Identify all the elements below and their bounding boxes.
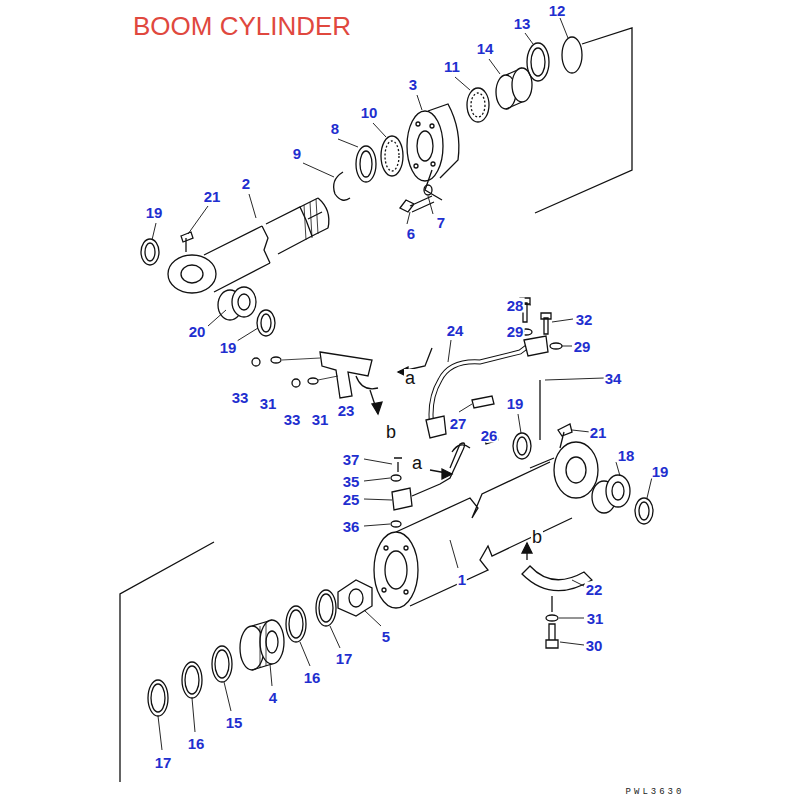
reference-letter: b bbox=[531, 528, 543, 546]
callout-number: 37 bbox=[342, 452, 361, 467]
callout-number: 8 bbox=[330, 121, 340, 136]
callout-number: 19 bbox=[651, 464, 670, 479]
callout-number: 29 bbox=[506, 324, 525, 339]
callout-number: 17 bbox=[335, 651, 354, 666]
callout-number: 10 bbox=[360, 105, 379, 120]
callout-number: 11 bbox=[443, 59, 461, 74]
callout-number: 2 bbox=[241, 176, 251, 191]
callout-number: 16 bbox=[187, 736, 206, 751]
callout-number: 16 bbox=[303, 670, 322, 685]
callout-number: 4 bbox=[268, 690, 278, 705]
callout-number: 26 bbox=[480, 428, 499, 443]
callout-number: 35 bbox=[342, 474, 361, 489]
callout-number: 7 bbox=[436, 215, 446, 230]
reference-letter: a bbox=[411, 454, 423, 472]
callout-number: 21 bbox=[589, 425, 608, 440]
callout-number: 29 bbox=[573, 339, 592, 354]
callout-number: 33 bbox=[231, 390, 250, 405]
callout-number: 31 bbox=[311, 412, 330, 427]
callout-number: 25 bbox=[342, 492, 361, 507]
callout-number: 24 bbox=[446, 323, 465, 338]
callout-number: 27 bbox=[449, 416, 468, 431]
diagram-title: BOOM CYLINDER bbox=[133, 13, 351, 39]
callout-number: 23 bbox=[337, 403, 356, 418]
callout-number: 30 bbox=[585, 638, 604, 653]
callout-number: 5 bbox=[381, 629, 391, 644]
callout-number: 15 bbox=[225, 715, 244, 730]
reference-letter: b bbox=[385, 423, 397, 441]
callout-number: 28 bbox=[506, 298, 525, 313]
callout-number: 20 bbox=[188, 324, 207, 339]
callout-number: 18 bbox=[617, 448, 636, 463]
callout-number: 31 bbox=[586, 611, 605, 626]
callout-number: 13 bbox=[513, 16, 532, 31]
callout-number: 14 bbox=[476, 41, 495, 56]
callout-number: 1 bbox=[457, 572, 467, 587]
callout-number: 22 bbox=[585, 582, 604, 597]
drawing-code: PWL3630 bbox=[626, 788, 685, 797]
callout-number: 33 bbox=[283, 412, 302, 427]
callout-number: 6 bbox=[406, 226, 416, 241]
callout-number: 17 bbox=[154, 755, 173, 770]
callout-number: 34 bbox=[604, 371, 623, 386]
callout-number: 3 bbox=[408, 77, 418, 92]
callout-number: 32 bbox=[575, 312, 594, 327]
reference-letter: a bbox=[404, 369, 416, 387]
callout-number: 36 bbox=[342, 519, 361, 534]
callout-number: 19 bbox=[219, 340, 238, 355]
callout-number: 19 bbox=[145, 205, 164, 220]
callout-number: 21 bbox=[203, 189, 222, 204]
callout-number: 19 bbox=[506, 396, 525, 411]
callout-number: 9 bbox=[292, 146, 302, 161]
callout-number: 31 bbox=[259, 396, 278, 411]
callout-number: 12 bbox=[548, 2, 567, 17]
